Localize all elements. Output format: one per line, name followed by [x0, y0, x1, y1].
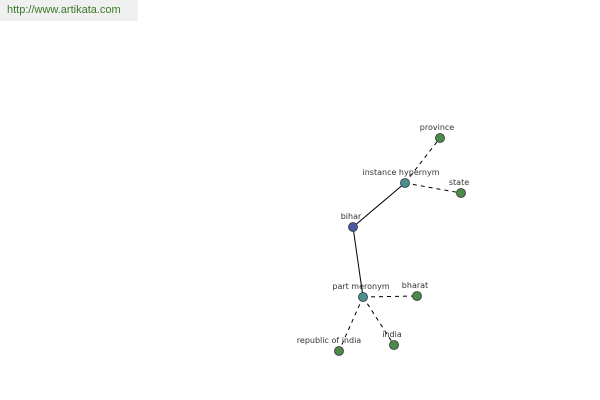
edge-instance-hypernym-province	[404, 137, 441, 184]
edge-part-meronym-india	[362, 296, 395, 346]
node-label-bharat: bharat	[402, 281, 428, 290]
node-state[interactable]	[456, 188, 466, 198]
edge-part-meronym-bharat	[362, 295, 418, 298]
site-banner: http://www.artikata.com	[0, 0, 138, 21]
node-label-instance-hypernym: instance hypernym	[363, 168, 440, 177]
node-label-part-meronym: part meronym	[332, 282, 389, 291]
edge-instance-hypernym-state	[404, 182, 462, 194]
graph-nodes	[334, 133, 466, 356]
node-label-state: state	[449, 178, 469, 187]
node-part-meronym[interactable]	[358, 292, 368, 302]
node-province[interactable]	[435, 133, 445, 143]
node-label-republic-of-india: republic of india	[297, 336, 361, 345]
node-india[interactable]	[389, 340, 399, 350]
site-url-link[interactable]: http://www.artikata.com	[7, 4, 121, 16]
node-bihar[interactable]	[348, 222, 358, 232]
edge-bihar-part-meronym	[352, 226, 364, 298]
edge-part-meronym-republic-of-india	[338, 296, 364, 352]
edge-bihar-instance-hypernym	[352, 182, 406, 228]
graph-edges	[338, 137, 462, 352]
node-label-india: india	[382, 330, 402, 339]
node-label-province: province	[420, 123, 455, 132]
node-republic-of-india[interactable]	[334, 346, 344, 356]
node-bharat[interactable]	[412, 291, 422, 301]
graph-labels: bihar instance hypernym province state part …	[297, 123, 469, 345]
node-instance-hypernym[interactable]	[400, 178, 410, 188]
node-label-bihar: bihar	[341, 212, 362, 221]
